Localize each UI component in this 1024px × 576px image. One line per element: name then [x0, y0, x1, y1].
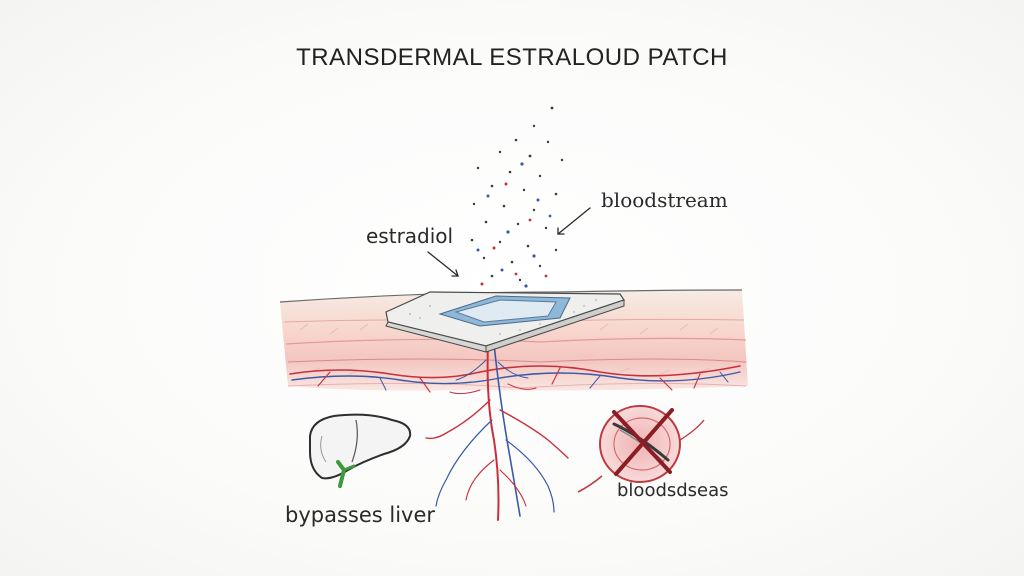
patch-icon: [385, 291, 625, 353]
estradiol-arrow: [427, 251, 459, 277]
bloodstream-arrow: [557, 207, 591, 235]
label-bloodseas: bloodsdseas: [617, 480, 729, 501]
estradiol-particles: [470, 106, 564, 288]
label-bypasses-liver: bypasses liver: [285, 503, 436, 527]
label-arrows: [427, 207, 591, 277]
bloodstream-arrowhead: [557, 227, 565, 235]
crossed-out-vessel-icon: [577, 405, 705, 493]
skin-vessels: [289, 365, 741, 393]
label-estradiol: estradiol: [366, 224, 454, 248]
label-bloodstream: bloodstream: [601, 188, 728, 212]
liver-icon: [309, 413, 412, 488]
vessel-tree: [425, 343, 569, 521]
diagram-title: TRANSDERMAL ESTRALOUD PATCH: [296, 44, 728, 71]
estradiol-arrowhead: [451, 269, 459, 277]
